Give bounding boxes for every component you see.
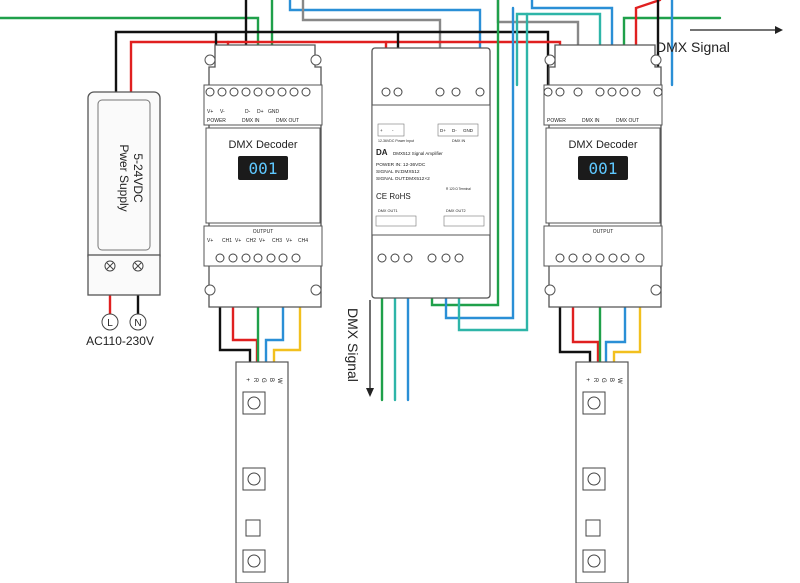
amp-spec-out: SIGNAL OUT:DMX512×2	[376, 176, 430, 182]
terminal-row-out-right	[555, 253, 645, 263]
dmx-signal-middle-label: DMX Signal	[345, 308, 361, 382]
terminal-row-out	[215, 253, 301, 263]
svg-text:-: -	[392, 128, 394, 133]
svg-text:+: +	[584, 378, 590, 382]
label-dmx-out-right: DMX OUT	[616, 118, 639, 124]
led-chip	[582, 467, 606, 491]
label-dmx-in: DMX IN	[242, 118, 260, 124]
dmx-signal-middle-arrow	[366, 300, 374, 397]
terminal-l	[101, 313, 119, 331]
svg-text:CH3: CH3	[272, 238, 282, 244]
svg-text:G: G	[600, 378, 606, 383]
lcd-value: 001	[249, 159, 278, 178]
svg-text:R: R	[252, 378, 258, 383]
lcd-display-right	[578, 156, 628, 180]
amp-terminals-bottom	[377, 253, 464, 263]
svg-text:+: +	[380, 128, 383, 133]
lcd-display	[238, 156, 288, 180]
resistor	[245, 519, 261, 537]
decoder-title-right: DMX Decoder	[568, 139, 637, 151]
terminal-n	[129, 313, 147, 331]
label-dmx-in-right: DMX IN	[582, 118, 600, 124]
amp-switch-label: R 120 Ω Terminal	[446, 187, 471, 191]
wire-red-power	[129, 40, 562, 95]
power-supply: Pwer Supply 5-24VDC L N AC110-230V	[86, 91, 161, 348]
svg-text:V+: V+	[259, 238, 265, 244]
svg-text:V+: V+	[207, 238, 213, 244]
led-chip	[242, 391, 266, 415]
label-power: POWER	[207, 118, 226, 124]
dmx-signal-top-arrow	[690, 26, 783, 34]
led-chip	[242, 549, 266, 573]
psu-name: Pwer Supply	[117, 144, 131, 211]
label-output-right: OUTPUT	[593, 229, 614, 235]
svg-text:V+: V+	[235, 238, 241, 244]
led-strip-right: + R G B W	[575, 361, 629, 583]
terminal-row-in-right	[543, 87, 663, 97]
svg-text:D+: D+	[440, 128, 446, 133]
terminal-n-label: N	[134, 318, 141, 329]
amp-model-desc: DMX512 Signal Amplifier	[393, 151, 443, 156]
amp-dmx-in: DMX IN	[452, 139, 466, 143]
svg-text:B: B	[608, 378, 614, 382]
label-vplus: V+	[207, 109, 213, 115]
svg-text:CH4: CH4	[298, 238, 308, 244]
terminal-l-label: L	[107, 318, 113, 329]
svg-text:+: +	[244, 378, 250, 382]
dmx-signal-top-label: DMX Signal	[656, 39, 730, 55]
label-dmx-out: DMX OUT	[276, 118, 299, 124]
led-chip	[582, 391, 606, 415]
label-power-right: POWER	[547, 118, 566, 124]
amp-power-input: 12-36VDC Power Input	[378, 139, 414, 143]
led-chip	[242, 467, 266, 491]
out-pin-labels: V+ CH1 V+ CH2 V+ CH3 V+ CH4	[207, 238, 308, 244]
svg-text:B: B	[268, 378, 274, 382]
label-vminus: V-	[220, 109, 225, 115]
led-chip	[582, 549, 606, 573]
label-dminus: D-	[245, 109, 251, 115]
resistor	[585, 519, 601, 537]
label-gnd: GND	[268, 109, 280, 115]
svg-text:CH1: CH1	[222, 238, 232, 244]
svg-text:V+: V+	[286, 238, 292, 244]
label-output: OUTPUT	[253, 229, 274, 235]
svg-text:G: G	[260, 378, 266, 383]
dmx-amplifier: DA DMX512 Signal Amplifier POWER IN: 12-…	[371, 47, 491, 299]
label-dplus: D+	[257, 109, 264, 115]
psu-voltage: 5-24VDC	[131, 153, 145, 203]
svg-text:CH2: CH2	[246, 238, 256, 244]
svg-text:GND: GND	[463, 128, 474, 133]
amp-terminals-top	[381, 87, 485, 97]
svg-text:W: W	[616, 378, 622, 384]
dmx-decoder-left: V+ V- D- D+ GND POWER DMX IN DMX OUT DMX…	[203, 44, 323, 308]
amp-spec-power: POWER IN: 12-36VDC	[376, 162, 426, 168]
svg-text:R: R	[592, 378, 598, 383]
amp-spec-in: SIGNAL IN:DMX512	[376, 169, 420, 175]
lcd-value-right: 001	[589, 159, 618, 178]
terminal-row-in	[205, 87, 311, 97]
svg-text:W: W	[276, 378, 282, 384]
amp-dmx-out2: DMX OUT2	[446, 209, 466, 213]
dmx-decoder-right: POWER DMX IN DMX OUT DMX Decoder 001 OUT…	[543, 44, 663, 308]
psu-mains: AC110-230V	[86, 334, 154, 348]
svg-text:D-: D-	[452, 128, 457, 133]
decoder-title: DMX Decoder	[228, 139, 297, 151]
amp-dmx-out1: DMX OUT1	[378, 209, 398, 213]
amp-model: DA	[376, 148, 388, 157]
amp-cert: CE RoHS	[376, 192, 411, 201]
led-strip-left: + R G B W	[235, 361, 289, 583]
